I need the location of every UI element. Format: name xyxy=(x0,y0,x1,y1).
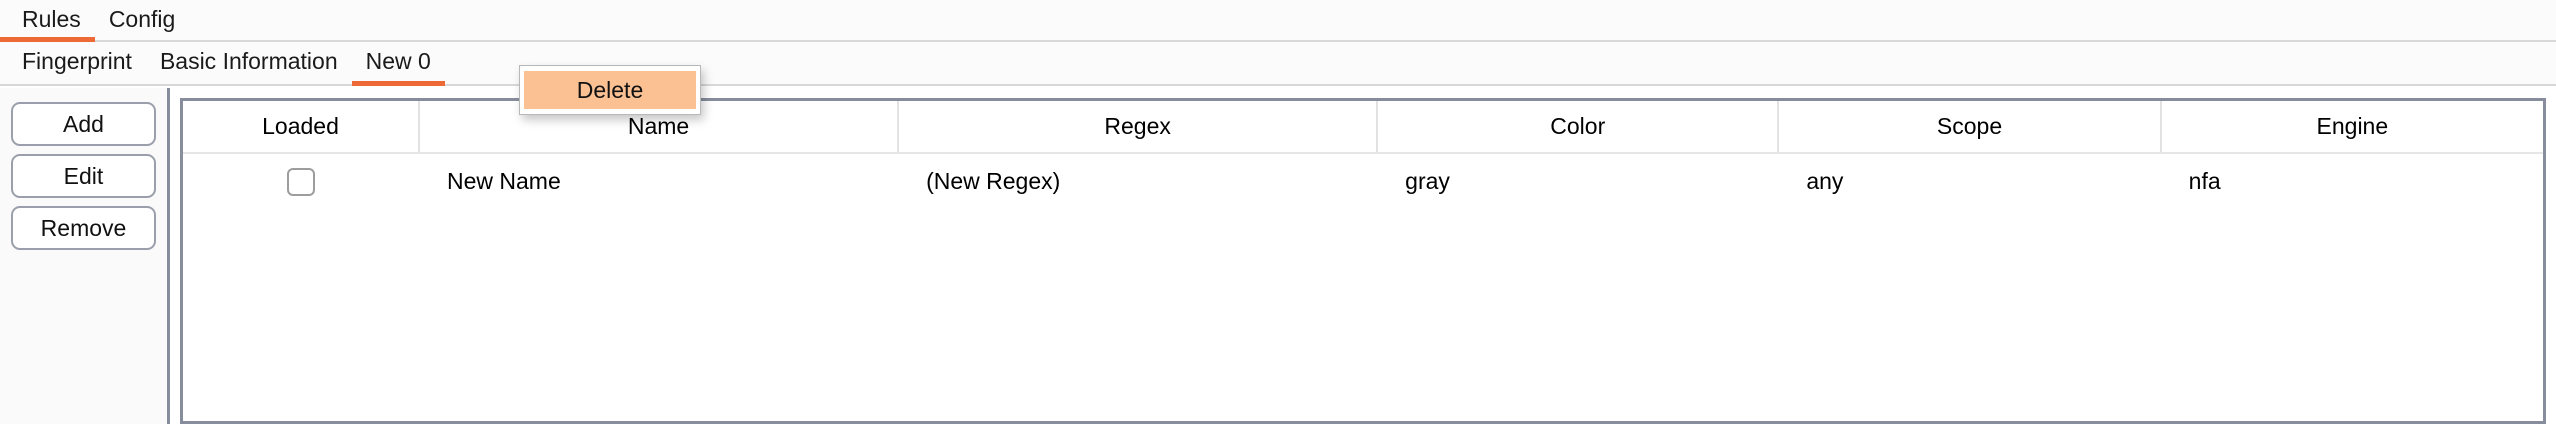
cell-color: gray xyxy=(1377,153,1779,209)
tab-config[interactable]: Config xyxy=(95,8,189,40)
tab-fingerprint-label: Fingerprint xyxy=(22,48,132,74)
column-header-color[interactable]: Color xyxy=(1377,101,1780,154)
context-menu-item-delete[interactable]: Delete xyxy=(524,71,696,109)
tab-basic-information-label: Basic Information xyxy=(159,48,338,74)
secondary-tab-bar: Fingerprint Basic Information New 0 xyxy=(0,42,2556,86)
tab-new-0-active-underline xyxy=(351,81,445,86)
tab-rules-label: Rules xyxy=(22,6,81,32)
rules-table-container: Loaded Name Regex Color Scope Engine New… xyxy=(180,98,2546,424)
edit-button[interactable]: Edit xyxy=(11,154,156,198)
table-row[interactable]: New Name (New Regex) gray any nfa xyxy=(183,153,2543,209)
tab-rules[interactable]: Rules xyxy=(0,6,95,42)
rules-table: Loaded Name Regex Color Scope Engine New… xyxy=(183,101,2543,209)
cell-scope: any xyxy=(1778,153,2161,209)
column-header-regex[interactable]: Regex xyxy=(898,101,1379,154)
column-header-scope[interactable]: Scope xyxy=(1778,101,2162,154)
remove-button[interactable]: Remove xyxy=(11,206,156,250)
cell-loaded xyxy=(183,153,419,209)
tab-rules-active-underline xyxy=(0,37,95,42)
cell-regex: (New Regex) xyxy=(898,153,1378,209)
column-header-engine[interactable]: Engine xyxy=(2160,101,2543,154)
loaded-checkbox[interactable] xyxy=(287,167,315,196)
main-content: Add Edit Remove Loaded Name Re xyxy=(0,88,2556,424)
primary-tab-bar: Rules Config xyxy=(0,0,2556,42)
tab-config-label: Config xyxy=(108,6,176,32)
tab-new-0[interactable]: New 0 xyxy=(351,48,445,86)
tab-basic-information[interactable]: Basic Information xyxy=(146,50,352,84)
add-button[interactable]: Add xyxy=(11,102,156,146)
rules-table-body: New Name (New Regex) gray any nfa xyxy=(183,153,2543,209)
tab-fingerprint[interactable]: Fingerprint xyxy=(8,50,146,84)
tab-context-menu: Delete xyxy=(519,65,701,115)
cell-engine: nfa xyxy=(2160,153,2543,209)
cell-name: New Name xyxy=(419,153,899,209)
column-header-loaded[interactable]: Loaded xyxy=(183,101,420,154)
tab-new-0-label: New 0 xyxy=(365,48,431,74)
rules-toolbar-sidebar: Add Edit Remove xyxy=(0,88,170,424)
